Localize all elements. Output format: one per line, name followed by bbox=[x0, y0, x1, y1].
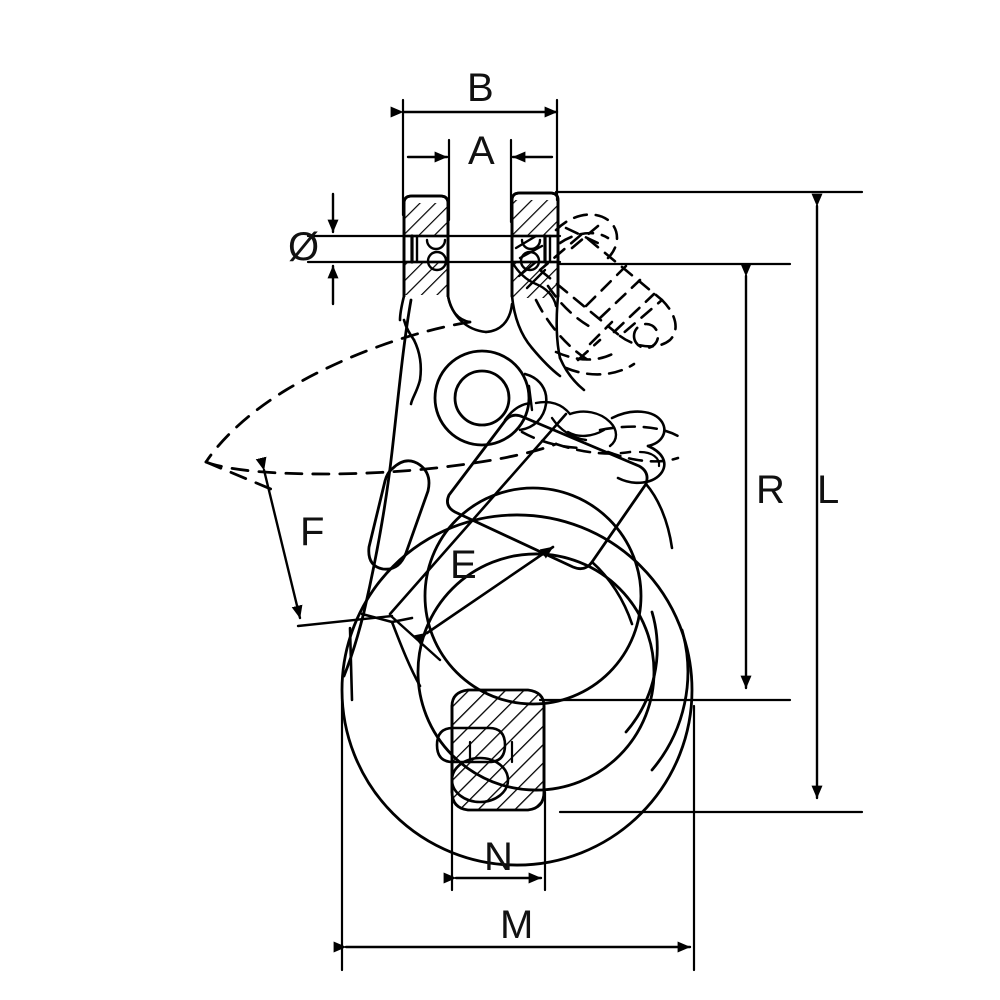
dimension-label-E: E bbox=[450, 543, 477, 587]
dimension-label-L: L bbox=[817, 468, 840, 512]
dimension-label-M: M bbox=[500, 903, 534, 947]
dimension-label-F: F bbox=[300, 510, 325, 554]
dimension-label-A: A bbox=[468, 129, 495, 173]
dimension-label-B: B bbox=[467, 66, 494, 110]
dimension-label-N: N bbox=[484, 835, 513, 879]
dimension-label-diameter: Ø bbox=[288, 225, 320, 269]
dimension-label-R: R bbox=[756, 468, 785, 512]
